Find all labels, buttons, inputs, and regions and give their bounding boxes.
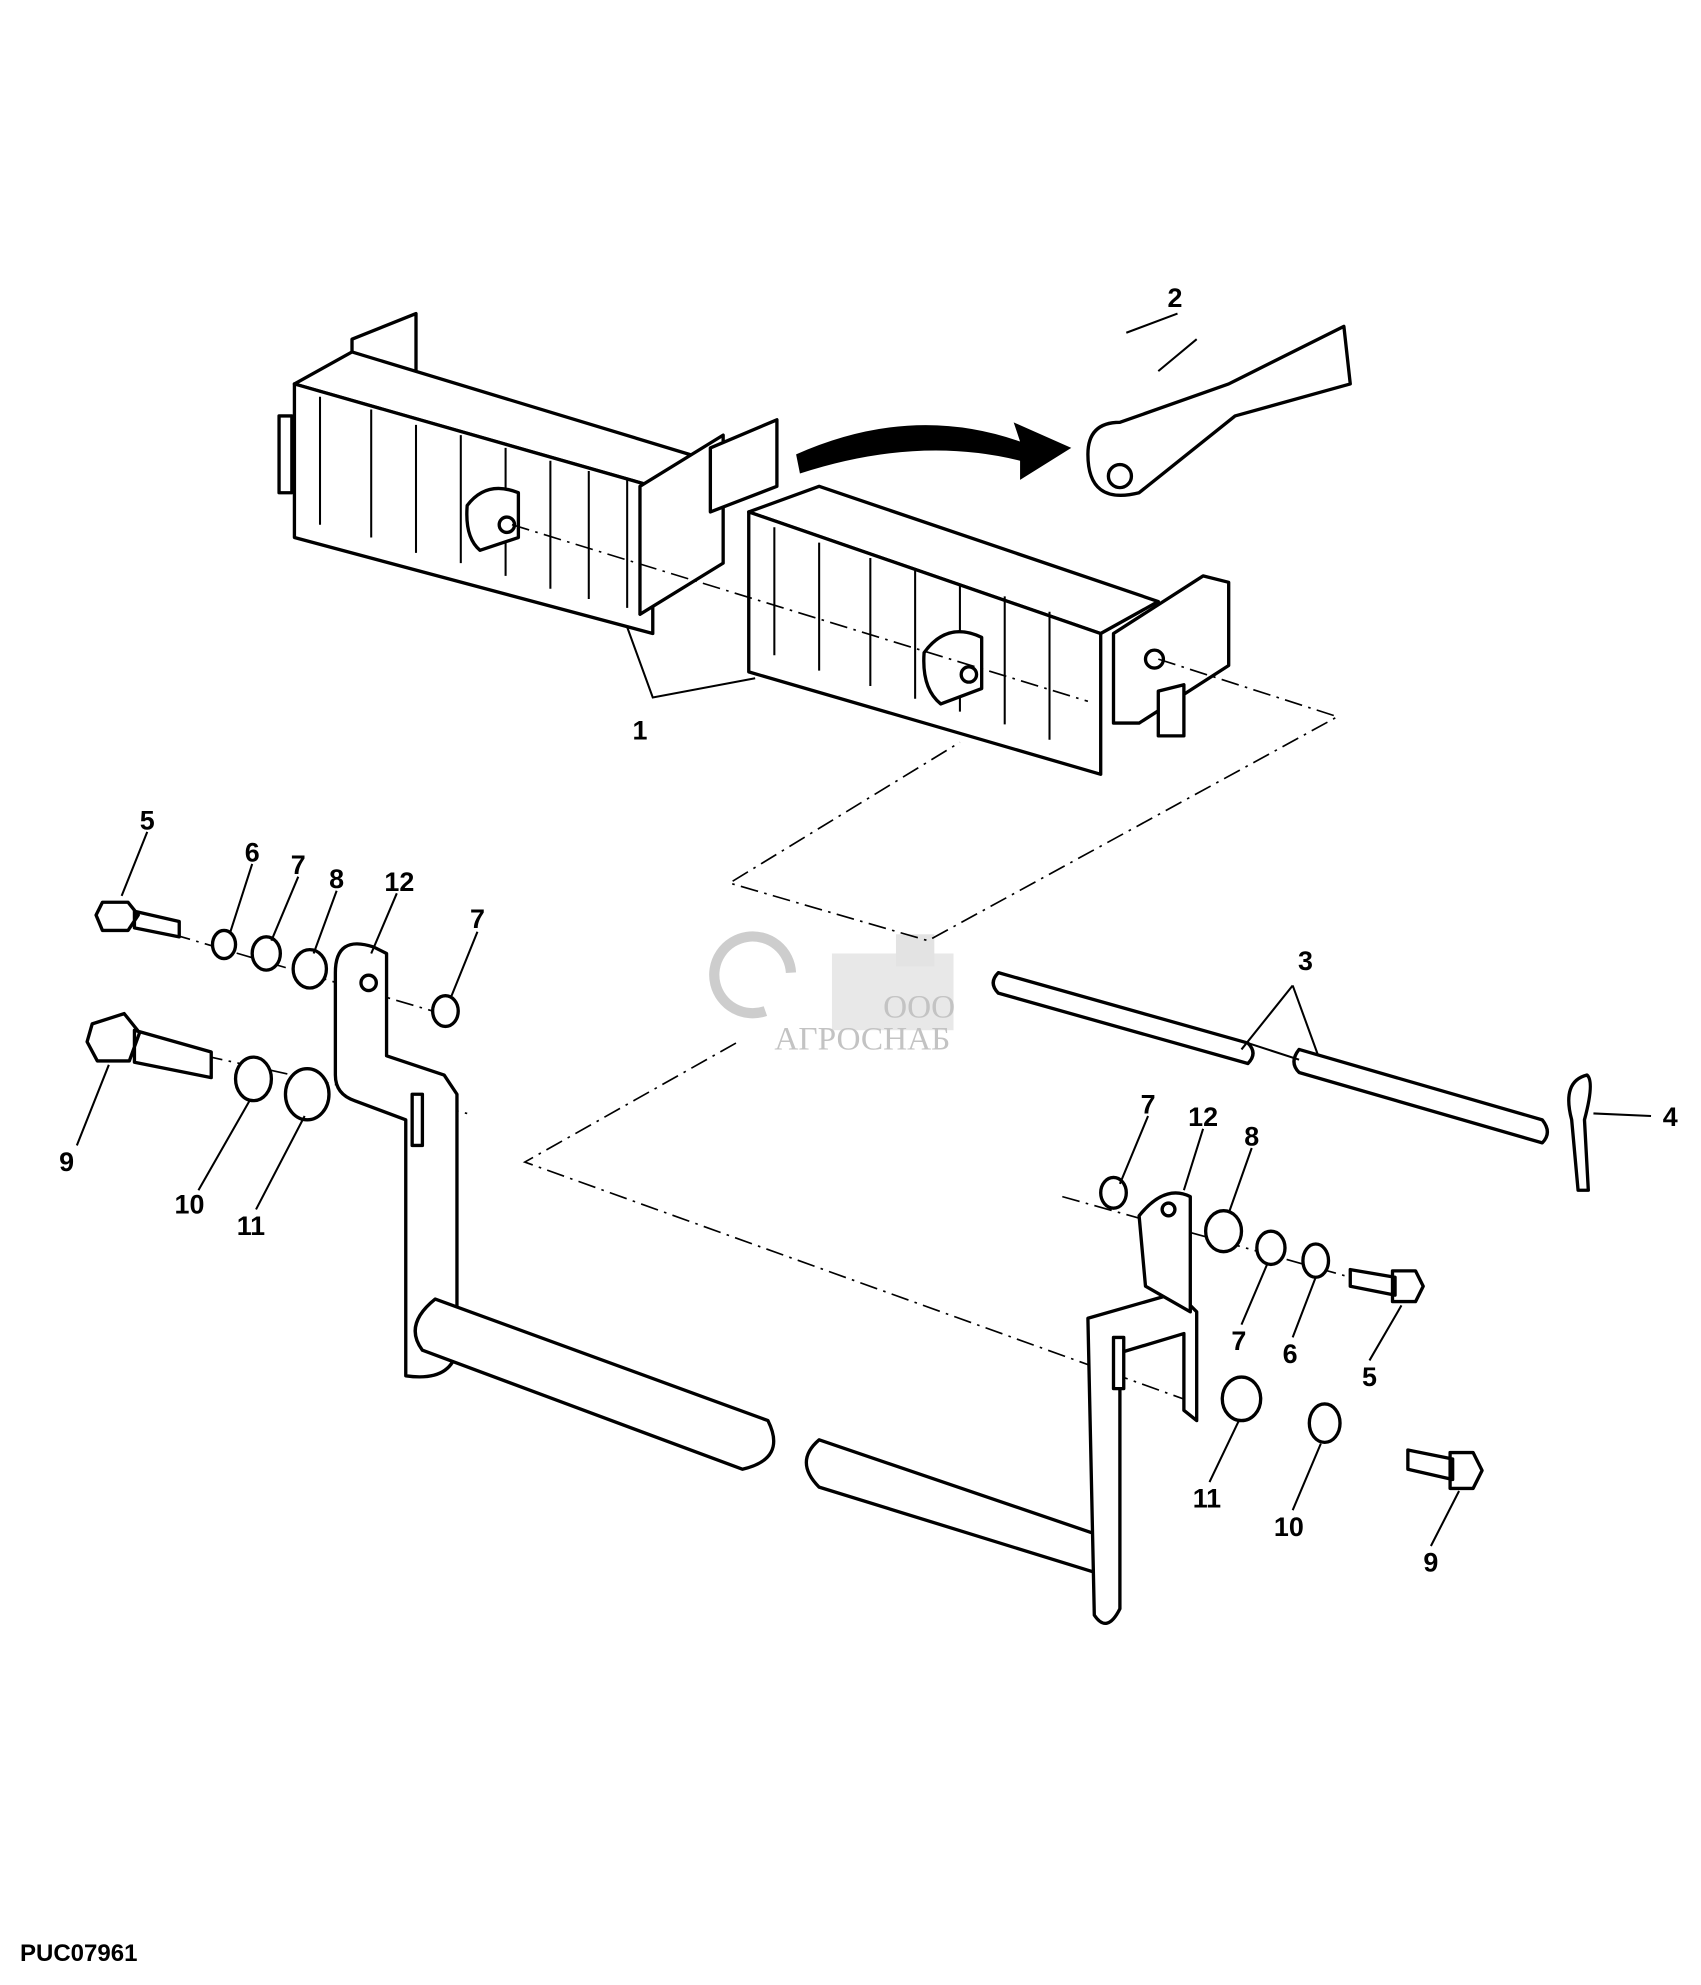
figure-reference: PUC07961 — [20, 1940, 138, 1967]
callout-right-5: 5 — [1362, 1362, 1377, 1392]
callout-right-7b: 7 — [1141, 1089, 1156, 1119]
callout-left-7a: 7 — [291, 850, 306, 880]
callout-left-6: 6 — [245, 837, 260, 867]
watermark-name: АГРОСНАБ — [774, 1020, 950, 1057]
callout-left-7b: 7 — [470, 904, 485, 934]
pins — [991, 970, 1550, 1145]
watermark-prefix: ООО — [883, 988, 955, 1025]
weight-left — [277, 311, 779, 636]
callout-left-11: 11 — [237, 1211, 265, 1241]
hardware-left — [85, 900, 460, 1122]
callout-left-5: 5 — [140, 805, 155, 835]
callout-4: 4 — [1663, 1102, 1678, 1132]
callout-2: 2 — [1167, 283, 1182, 313]
callout-3: 3 — [1298, 946, 1313, 976]
callout-right-7a: 7 — [1231, 1326, 1246, 1356]
callout-right-9: 9 — [1423, 1548, 1438, 1578]
callout-right-12: 12 — [1188, 1102, 1218, 1132]
callout-left-10: 10 — [175, 1189, 205, 1219]
watermark-logo: ООО АГРОСНАБ — [709, 931, 955, 1057]
callout-right-10: 10 — [1274, 1512, 1304, 1542]
callout-1: 1 — [632, 716, 647, 746]
arrow-icon — [796, 422, 1072, 480]
cotter-pin — [1567, 1073, 1592, 1192]
callouts: 1 2 3 4 5 6 7 8 12 7 9 10 11 7 12 8 7 6 … — [59, 283, 1678, 1577]
callout-left-8: 8 — [329, 864, 344, 894]
callout-left-9: 9 — [59, 1147, 74, 1177]
callout-right-6: 6 — [1283, 1339, 1298, 1369]
drawbar — [1086, 324, 1352, 497]
callout-right-8: 8 — [1244, 1121, 1259, 1151]
callout-right-11: 11 — [1193, 1484, 1221, 1514]
callout-left-12: 12 — [384, 867, 414, 897]
hardware-right — [1099, 1175, 1484, 1491]
bracket-left — [333, 942, 1199, 1625]
weight-right — [511, 484, 1231, 776]
